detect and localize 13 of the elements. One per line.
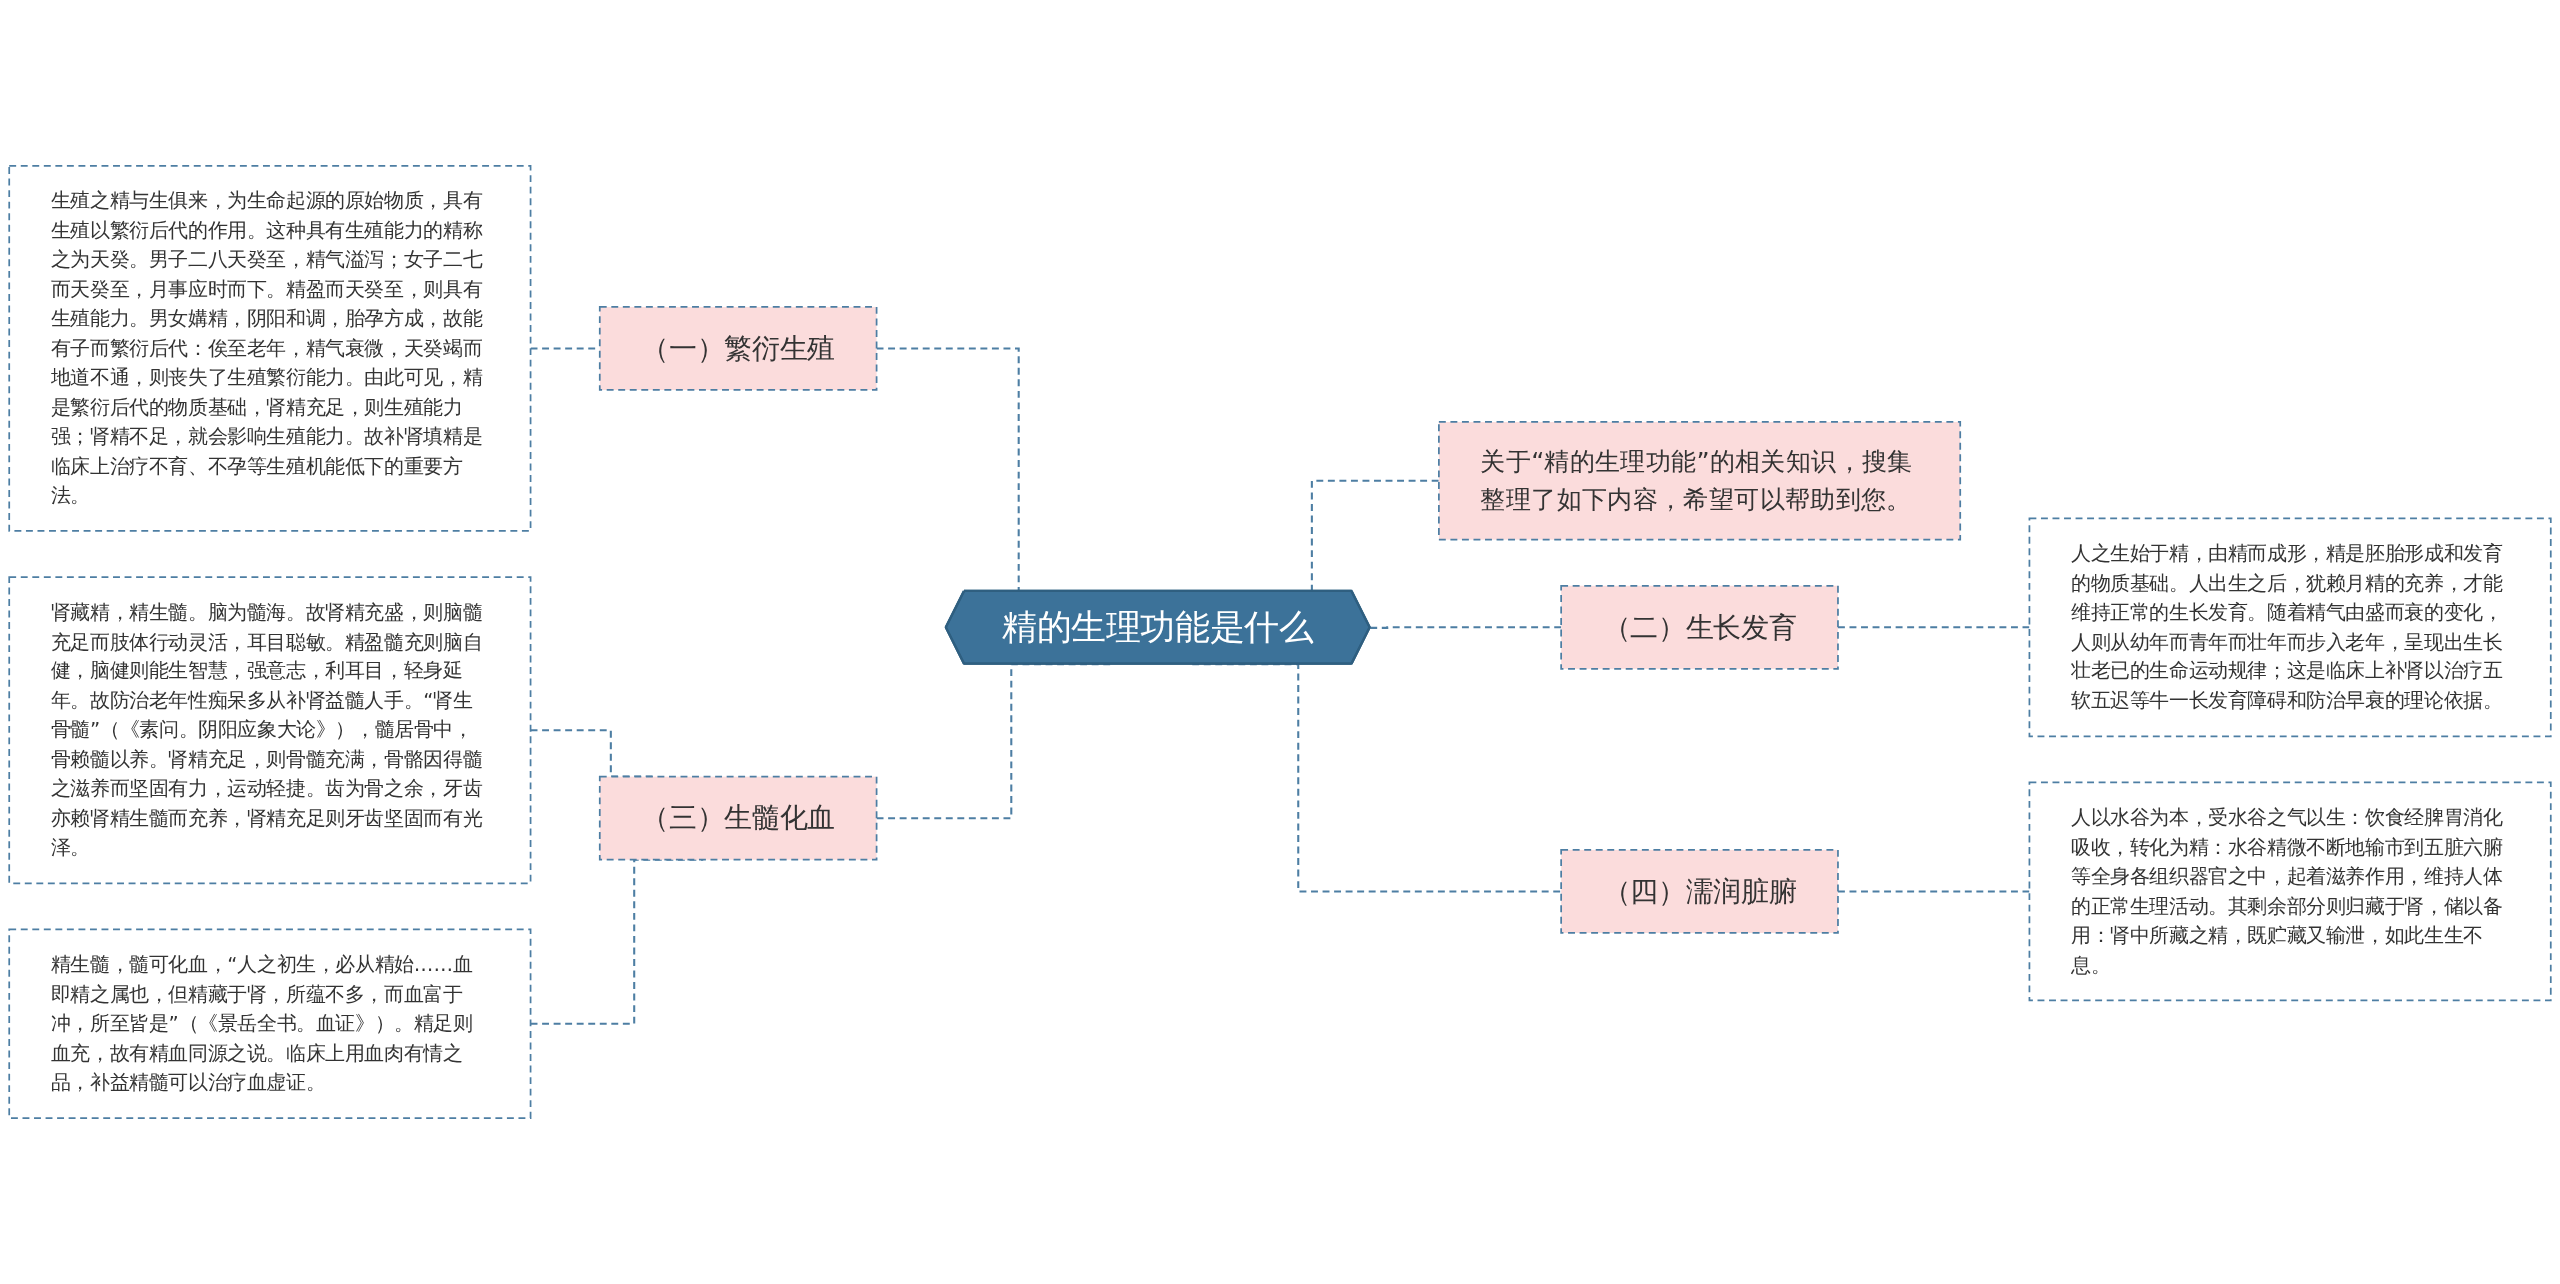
node-box: （一）繁衍生殖 bbox=[598, 306, 878, 391]
node-box: （四）濡润脏腑 bbox=[1560, 849, 1839, 934]
node-box: 生殖之精与生俱来，为生命起源的原始物质，具有生殖以繁衍后代的作用。这种具有生殖能力的精称之为天癸。男子二八天癸至，精气溢泻；女子二七而天癸至，月事应时而下。精盈而天癸至，则具有生殖能力。男女媾精，阴阳和调，胎孕方成，故能有子而繁衍后代：俟至老年，精气衰微，天癸竭而地道不通，则丧失了生殖繁衍能力。由此可见，精是繁衍后代的物质基础，肾精充足，则生殖能力强；肾精不足，就会影响生殖能力。故补肾填精是临床上治疗不育、不孕等生殖机能低下的重要方法。 bbox=[8, 165, 532, 532]
node-box: 人以水谷为本，受水谷之气以生：饮食经脾胃消化吸收，转化为精：水谷精微不断地输市到五脏六腑等全身各组织器官之中，起着滋养作用，维持人体的正常生理活动。其剩余部分则归藏于肾，储以备用：肾中所藏之精，既贮藏又输泄，如此生生不息。 bbox=[2028, 781, 2552, 1002]
node-box: 肾藏精，精生髓。脑为髓海。故肾精充盛，则脑髓充足而肢体行动灵活，耳目聪敏。精盈髓充则脑自健，脑健则能生智慧，强意志，利耳目，轻身延年。故防治老年性痴呆多从补肾益髓人手。“肾生骨髓”（《素问。阴阳应象大论》），髓居骨中，骨赖髓以养。肾精充足，则骨髓充满，骨骼因得髓之滋养而坚固有力，运动轻捷。齿为骨之余，牙齿亦赖肾精生髓而充养，肾精充足则牙齿坚固而有光泽。 bbox=[8, 576, 532, 885]
node-box: （二）生长发育 bbox=[1560, 584, 1839, 670]
connector bbox=[1837, 626, 2030, 629]
node-box: 精生髓，髓可化血，“人之初生，必从精始……血即精之属也，但精藏于肾，所蕴不多，而血富于冲，所至皆是”（《景岳全书。血证》）。精足则血充，故有精血同源之说。临床上用血肉有情之品，补益精髓可以治疗血虚证。 bbox=[8, 928, 532, 1119]
node-box: （三）生髓化血 bbox=[598, 775, 878, 861]
connector bbox=[1837, 890, 2030, 893]
connector bbox=[1370, 626, 1562, 629]
node-box: 关于“精的生理功能”的相关知识，搜集整理了如下内容，希望可以帮助到您。 bbox=[1438, 421, 1962, 541]
node-box: 人之生始于精，由精而成形，精是胚胎形成和发育的物质基础。人出生之后，犹赖月精的充养，才能维持正常的生长发育。随着精气由盛而衰的变化，人则从幼年而青年而壮年而步入老年，呈现出生长壮老已的生命运动规律；这是临床上补肾以治疗五软五迟等牛一长发育障碍和防治早衰的理论依据。 bbox=[2028, 517, 2552, 738]
